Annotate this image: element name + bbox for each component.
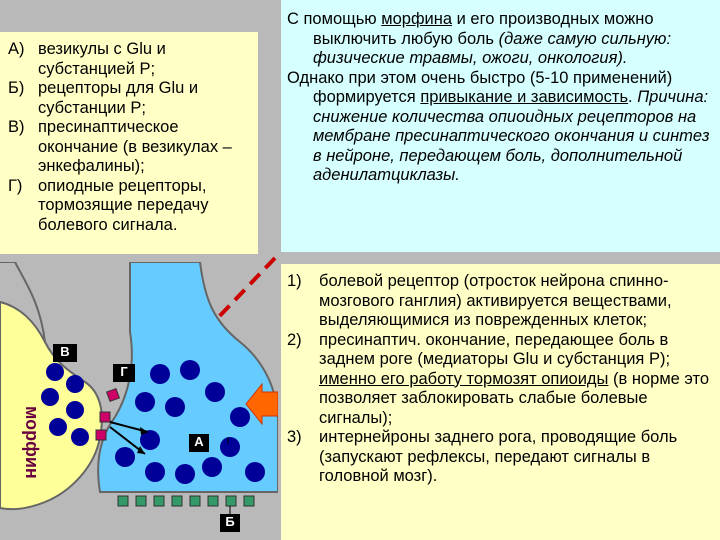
morphine-link[interactable]: морфина [381,10,453,28]
label-v: В [53,344,77,362]
legend-marker: В) [8,118,25,136]
item-number: 1) [287,272,302,290]
text-run: С помощью [287,10,382,28]
item-number: 3) [287,428,302,446]
legend-marker: Г) [8,176,23,195]
vesicle [71,428,89,446]
legend-item-a: А) везикулы с Glu и субстанцией P; [8,40,252,79]
text-run: (в норме это позволяет заблокировать сла… [319,369,710,427]
vesicle [202,457,222,477]
legend-marker: Б) [8,79,25,97]
vesicle [220,437,240,457]
glu-receptor [243,495,255,507]
vesicle [175,464,195,484]
legend-item-b: Б) рецепторы для Glu и субстанции P; [8,79,252,118]
vesicle [66,401,84,419]
vesicle [135,392,155,412]
item-text: пресинаптич. окончание, передающее боль … [319,331,714,429]
legend-text: рецепторы для Glu и субстанции P; [38,79,199,117]
item-text: интернейроны заднего рога, проводящие бо… [319,428,714,487]
glu-receptor [153,495,165,507]
vesicle [46,363,64,381]
opioid-target-underlined: именно его работу тормозят опиоиды [319,369,609,388]
text-run: . [628,88,638,106]
vesicle [205,382,225,402]
synapse-svg [0,262,278,514]
vesicle [49,418,67,436]
legend-item-v: В) пресинаптическое окончание (в везикул… [8,118,252,177]
mechanism-item-1: 1) болевой рецептор (отросток нейрона сп… [287,272,714,331]
text-run: и его производных можно выключить любую … [313,10,654,48]
vesicle [41,388,59,406]
opioid-receptor [95,429,107,441]
text-run: интернейроны заднего рога, проводящие бо… [319,428,678,485]
morphine-side-label: морфин [22,406,42,479]
vesicle [115,447,135,467]
glu-receptor [207,495,219,507]
legend-text: везикулы с Glu и субстанцией P; [38,40,166,78]
vesicle [230,407,250,427]
item-number: 2) [287,330,302,349]
glu-receptor [171,495,183,507]
legend-marker: А) [8,40,25,58]
label-g: Г [113,364,135,382]
dependence-link[interactable]: привыкание и зависимость [420,88,629,106]
legend-item-g: Г) опиодные рецепторы, тормозящие переда… [8,177,252,236]
arrowhead [140,427,148,435]
tolerance-paragraph: Однако при этом очень быстро (5-10 приме… [287,69,710,186]
glu-receptor [117,495,129,507]
opioid-receptor [99,411,111,423]
opioid-receptor [105,387,121,403]
inhibition-arrow [245,382,278,426]
glu-receptor [135,495,147,507]
glu-receptor [189,495,201,507]
vesicle [180,360,200,380]
synapse-diagram: В Г А Б [0,262,278,540]
text-run: болевой рецептор (отросток нейрона спинн… [319,272,672,329]
legend-box: А) везикулы с Glu и субстанцией P; Б) ре… [0,32,258,254]
mechanism-item-3: 3) интернейроны заднего рога, проводящие… [287,428,714,487]
vesicle [66,375,84,393]
legend-text: опиодные рецепторы, тормозящие передачу … [38,176,209,234]
label-a: А [189,434,209,452]
arrowhead [137,446,145,454]
legend-text: пресинаптическое окончание (в везикулах … [38,118,232,175]
vesicle [140,430,160,450]
label-b: Б [220,514,240,532]
axon-outline [0,262,46,343]
mechanism-item-2: 2) пресинаптич. окончание, передающее бо… [287,331,714,429]
text-run: пресинаптич. окончание, передающее боль … [319,330,671,369]
vesicle [245,462,265,482]
item-text: болевой рецептор (отросток нейрона спинн… [319,272,714,331]
vesicle [165,397,185,417]
morphine-paragraph: С помощью морфина и его производных можн… [287,10,710,69]
text-run-italic: (даже самую сильную: физические травмы, … [313,29,672,68]
vesicle [150,364,170,384]
morphine-note-box: С помощью морфина и его производных можн… [281,0,720,252]
text-run: Однако при этом очень быстро (5-10 приме… [287,68,673,107]
vesicle [145,462,165,482]
text-run-italic: Причина: снижение количества опиоидных р… [313,88,710,184]
glu-receptor [225,495,237,507]
mechanism-box: 1) болевой рецептор (отросток нейрона сп… [281,264,720,540]
